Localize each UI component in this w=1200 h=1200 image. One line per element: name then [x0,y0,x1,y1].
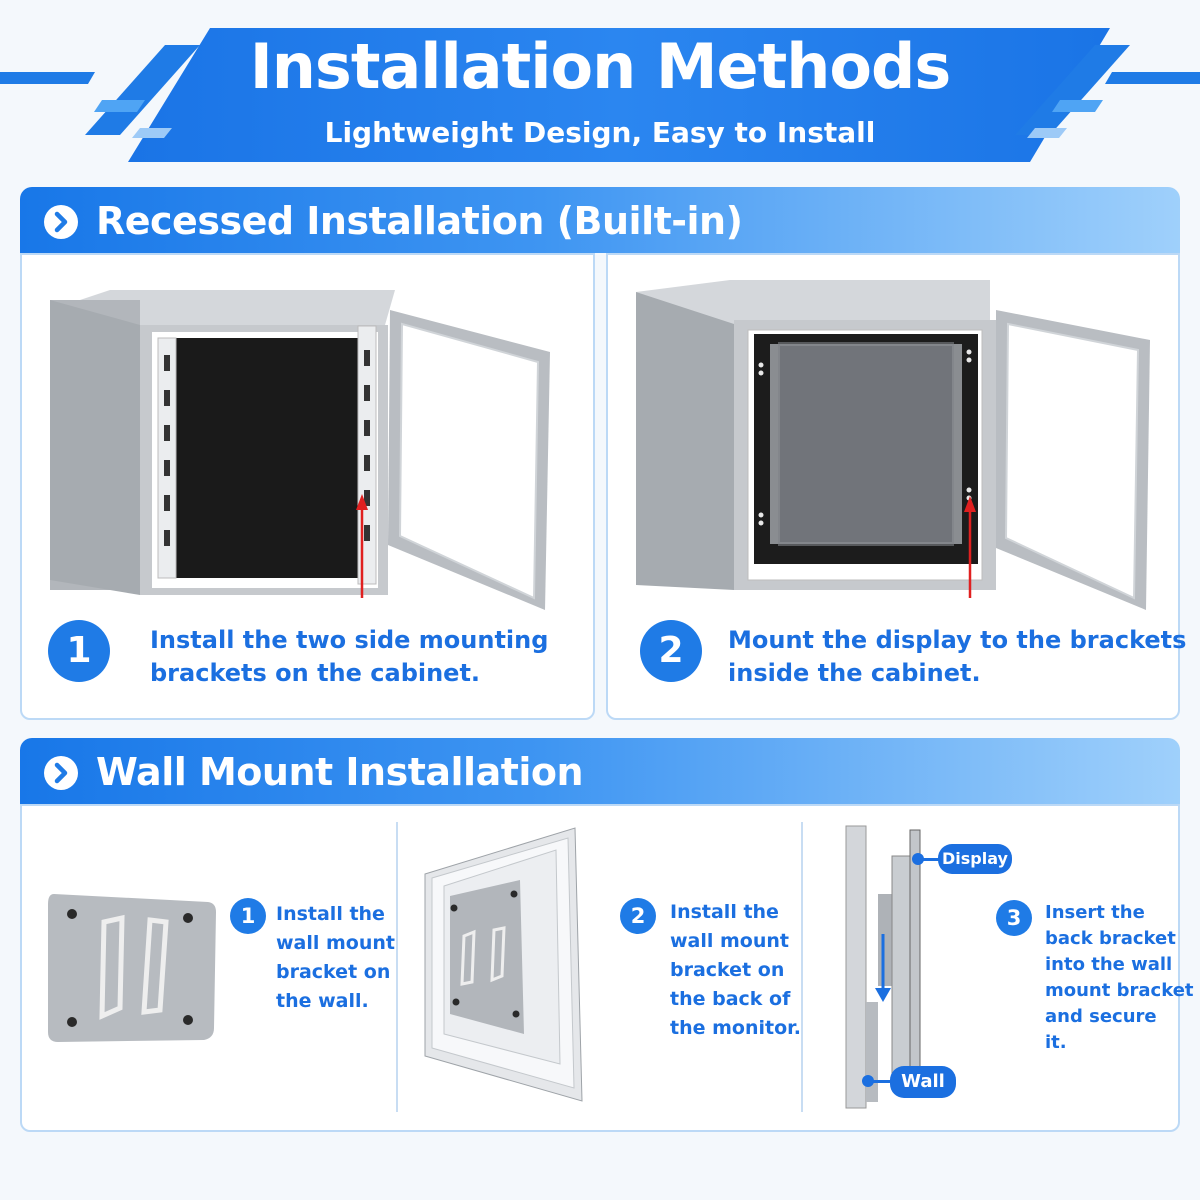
recessed-section-header: Recessed Installation (Built-in) [20,187,1180,253]
step-text-line: Insert the [1045,902,1145,923]
recessed-step-1-text: Install the two side mounting brackets o… [150,624,548,690]
wall-mount-plate-illustration [48,894,216,1042]
chevron-right-icon [44,756,78,790]
step-text-line: mount bracket [1045,980,1194,1001]
step-text-line: the wall. [276,990,369,1012]
wall-callout-dot [862,1075,874,1087]
step-text-line: wall mount [670,930,790,952]
step-text-line: and secure [1045,1006,1157,1027]
step-text-line: into the wall [1045,954,1173,975]
step-text-line: back bracket [1045,928,1176,949]
wall-step-2-badge: 2 [620,898,656,934]
wall-step-1-badge: 1 [230,898,266,934]
step-text-line: the back of [670,988,791,1010]
cabinet-with-display-illustration [636,280,1150,610]
panel-divider [801,822,803,1112]
wall-section-header: Wall Mount Installation [20,738,1180,804]
step-text-line: Mount the display to the brackets [728,626,1187,654]
side-view-wall-display-illustration [845,825,921,1109]
step-text-line: Install the [276,903,385,925]
wall-step-1-text: Install the wall mount bracket on the wa… [276,900,395,1016]
wall-callout-line [866,1080,894,1083]
step-1-badge: 1 [48,620,110,682]
step-text-line: brackets on the cabinet. [150,659,481,687]
recessed-step-2-text: Mount the display to the brackets inside… [728,624,1186,690]
header-banner [0,28,1200,162]
step-text-line: the monitor. [670,1017,802,1039]
step-text-line: inside the cabinet. [728,659,981,687]
wall-step-2-text: Install the wall mount bracket on the ba… [670,898,801,1043]
monitor-back-bracket-illustration [424,827,583,1102]
step-text-line: it. [1045,1032,1067,1053]
panel-divider [396,822,398,1112]
display-callout: Display [938,844,1012,874]
recessed-section-title: Recessed Installation (Built-in) [96,199,743,243]
wall-section-title: Wall Mount Installation [96,750,584,794]
wall-callout: Wall [890,1066,956,1098]
step-text-line: Install the two side mounting [150,626,549,654]
step-text-line: wall mount [276,932,396,954]
wall-step-3-badge: 3 [996,900,1032,936]
cabinet-with-brackets-illustration [50,290,550,610]
step-text-line: Install the [670,901,779,923]
step-2-badge: 2 [640,620,702,682]
page-subtitle: Lightweight Design, Easy to Install [324,116,876,149]
chevron-right-icon [44,205,78,239]
step-text-line: bracket on [670,959,785,981]
wall-step-3-text: Insert the back bracket into the wall mo… [1045,900,1194,1056]
page-title: Installation Methods [249,30,952,103]
display-callout-dot [912,853,924,865]
display-callout-line [916,858,944,861]
step-text-line: bracket on [276,961,391,983]
